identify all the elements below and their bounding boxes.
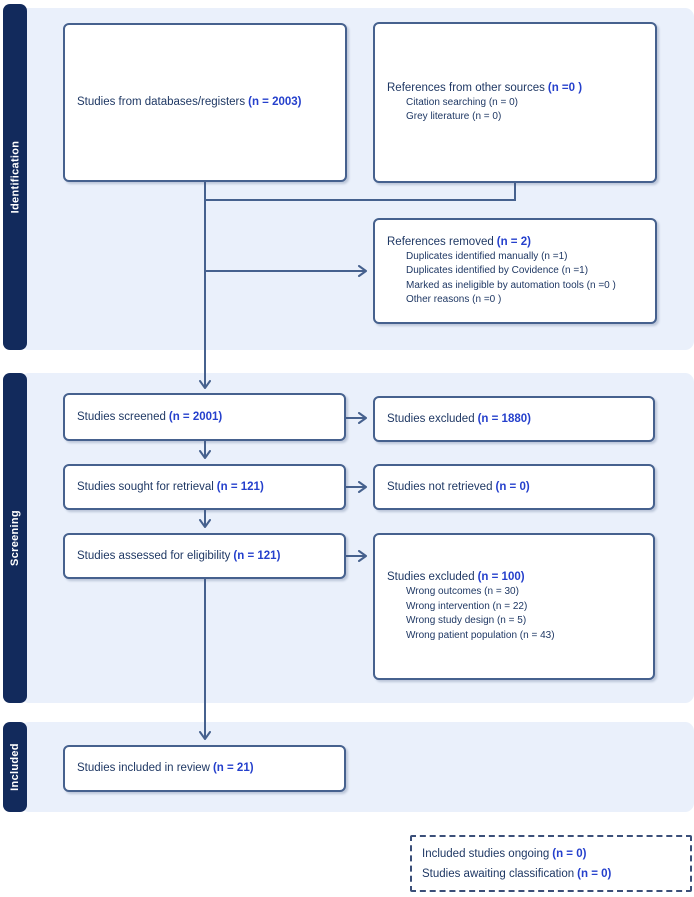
label-text: Studies screened [77,410,166,423]
count-value: (n = 121) [216,480,264,493]
box-sub-item: Duplicates identified manually (n =1) [406,250,568,262]
label-text: Studies excluded [387,571,475,583]
sidebar-identification: Identification [3,4,27,350]
box-label: Studies from databases/registers(n = 200… [77,95,337,110]
count-value: (n = 2001) [168,410,223,423]
count-value: (n = 0) [552,847,587,860]
label-text: Studies from databases/registers [77,96,246,108]
box-sub-item: Wrong patient population (n = 43) [406,629,555,641]
box-studies-not-retrieved: Studies not retrieved(n = 0) [373,464,655,510]
label-text: References removed [387,235,494,248]
sidebar-included: Included [3,722,27,812]
box-sub-item: Wrong intervention (n = 22) [406,600,528,612]
label-text: References from other sources [387,81,545,94]
box-sub-item: Citation searching (n = 0) [406,96,519,108]
box-label: References removed(n = 2) [387,235,647,250]
box-sub-item: Wrong outcomes (n = 30) [406,586,519,597]
box-sub-item: Duplicates identified by Covidence (n =1… [406,265,589,276]
box-references-removed: References removed(n = 2) Duplicates ide… [373,218,657,324]
box-studies-from-databases: Studies from databases/registers(n = 200… [63,23,347,182]
count-value: (n = 121) [233,549,281,562]
box-label: Studies screened(n = 2001) [77,410,336,425]
box-label: Studies excluded(n = 1880) [387,412,645,427]
box-footnote-dashed: Included studies ongoing(n = 0) Studies … [410,835,692,892]
box-studies-screened: Studies screened(n = 2001) [63,393,346,441]
count-value: (n = 2) [496,235,531,248]
box-label: Studies excluded(n = 100) [387,570,645,585]
box-label: Studies included in review(n = 21) [77,761,336,776]
box-studies-sought: Studies sought for retrieval(n = 121) [63,464,346,510]
footnote-line: Included studies ongoing(n = 0) [422,844,682,864]
box-label: Studies not retrieved(n = 0) [387,480,645,495]
label-text: Studies assessed for eligibility [77,549,231,562]
box-studies-assessed: Studies assessed for eligibility(n = 121… [63,533,346,579]
sidebar-screening-label: Screening [9,510,22,566]
box-label: References from other sources(n =0 ) [387,81,647,96]
box-sub-item: Marked as ineligible by automation tools… [406,279,616,291]
box-label: Studies assessed for eligibility(n = 121… [77,549,336,564]
count-value: (n = 0) [495,480,530,493]
box-sub-item: Grey literature (n = 0) [406,111,502,122]
box-studies-excluded-screening: Studies excluded(n = 1880) [373,396,655,442]
label-text: Included studies ongoing [422,847,550,860]
label-text: Studies sought for retrieval [77,480,214,493]
label-text: Studies not retrieved [387,480,493,493]
box-sub-item: Wrong study design (n = 5) [406,615,527,626]
count-value: (n = 1880) [477,412,531,425]
box-references-other-sources: References from other sources(n =0 ) Cit… [373,22,657,183]
box-sub-item: Other reasons (n =0 ) [406,294,502,305]
label-text: Studies included in review [77,762,210,774]
label-text: Studies awaiting classification [422,867,575,880]
sidebar-identification-label: Identification [9,140,21,214]
count-value: (n = 2003) [248,96,302,108]
box-studies-excluded-eligibility: Studies excluded(n = 100) Wrong outcomes… [373,533,655,680]
sidebar-screening: Screening [3,373,27,703]
label-text: Studies excluded [387,412,475,425]
count-value: (n =0 ) [547,81,583,94]
count-value: (n = 21) [212,762,254,774]
box-label: Studies sought for retrieval(n = 121) [77,480,336,495]
count-value: (n = 0) [577,867,612,880]
footnote-line: Studies awaiting classification(n = 0) [422,864,682,884]
count-value: (n = 100) [477,571,525,583]
sidebar-included-label: Included [9,743,21,791]
box-studies-included-review: Studies included in review(n = 21) [63,745,346,792]
